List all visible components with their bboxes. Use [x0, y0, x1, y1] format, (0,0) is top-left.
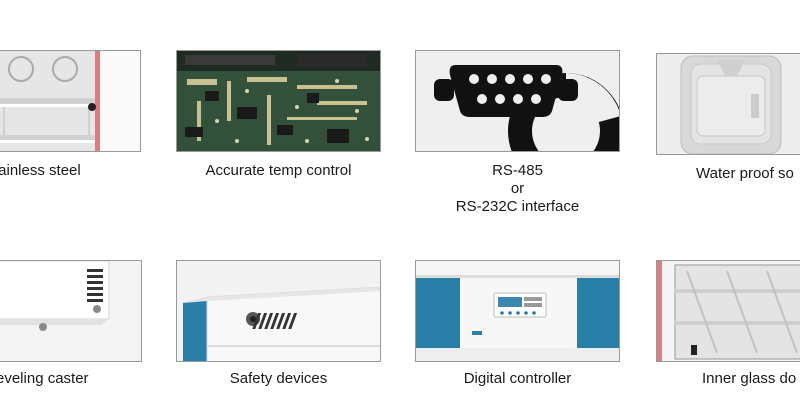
chamber-shelves-icon [0, 51, 140, 151]
caption-line: Accurate temp control [205, 162, 352, 179]
caption-line: or [510, 180, 525, 197]
feature-caption-rs: RS-485 or RS-232C interface [415, 162, 620, 216]
feature-tile-digital [415, 260, 620, 362]
glass-door-icon [657, 261, 800, 361]
leveling-caster-icon [0, 261, 110, 331]
feature-caption-digital: Digital controller [415, 370, 620, 388]
waterproof-socket-icon [680, 55, 782, 154]
feature-caption-stainless: tainless steel [0, 162, 104, 180]
feature-caption-temp: Accurate temp control [176, 162, 381, 180]
feature-tile-stainless [0, 50, 141, 152]
feature-tile-glass [656, 260, 800, 362]
feature-caption-waterproof: Water proof so [696, 165, 800, 183]
caption-line: tainless steel [0, 162, 81, 179]
feature-caption-glass: Inner glass do [702, 370, 800, 388]
caption-line: Safety devices [229, 370, 328, 387]
caption-line: Water proof so [696, 165, 794, 182]
feature-tile-caster [0, 260, 142, 362]
feature-caption-caster: eveling caster [0, 370, 116, 388]
caption-line: eveling caster [0, 370, 89, 387]
feature-tile-temp [176, 50, 381, 152]
serial-port-icon [434, 65, 619, 151]
controller-panel-icon [416, 261, 619, 361]
feature-caption-safety: Safety devices [176, 370, 381, 388]
safety-panel-icon [183, 286, 380, 361]
caption-line: RS-485 [492, 162, 543, 179]
caption-line: Digital controller [463, 370, 572, 387]
circuit-board-icon [177, 51, 380, 151]
feature-tile-rs [415, 50, 620, 152]
feature-tile-waterproof [656, 53, 800, 155]
caption-line: RS-232C interface [455, 198, 580, 215]
feature-tile-safety [176, 260, 381, 362]
caption-line: Inner glass do [702, 370, 797, 387]
